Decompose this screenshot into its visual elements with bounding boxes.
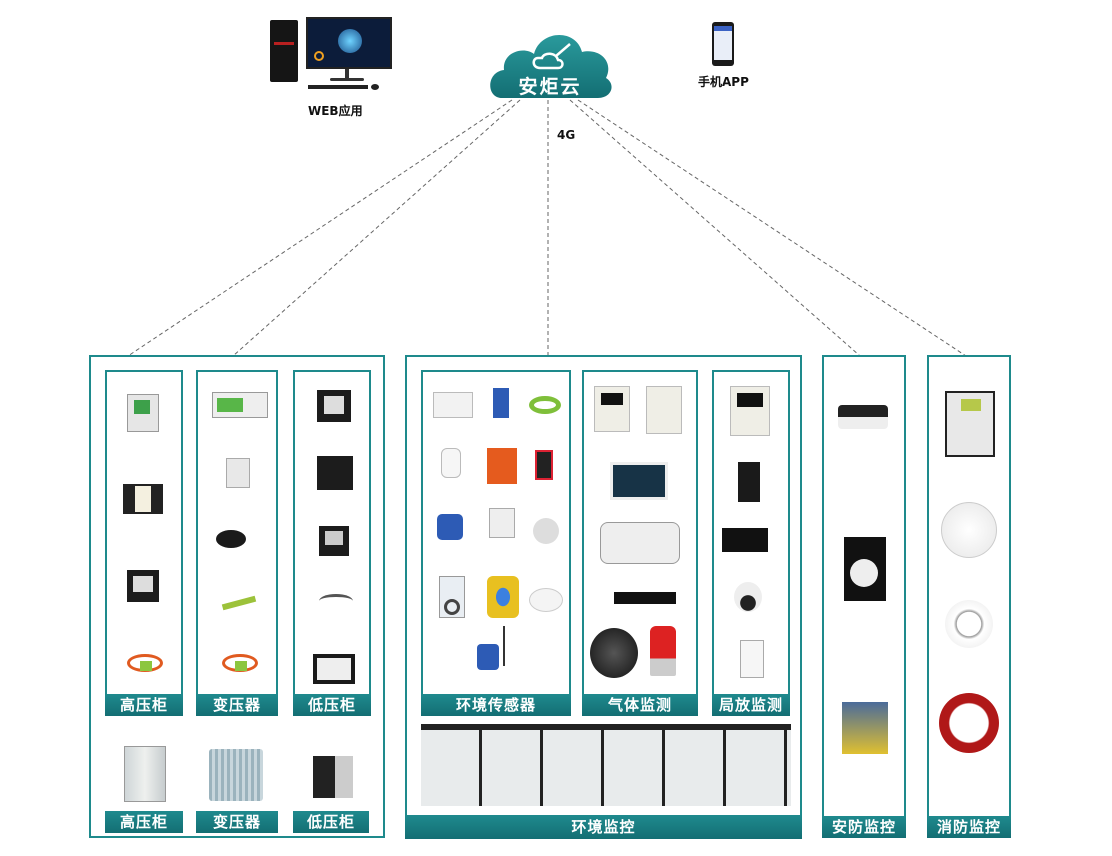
pc-tower-icon [270,20,298,82]
low-voltage-cabinet-image [313,756,353,798]
wifi-camera-image [844,537,886,601]
link-label-4g: 4G [557,128,576,142]
controller-image [535,450,553,480]
water-sensor-image [493,388,509,418]
keyboard-icon [308,85,368,89]
group-transformer: 变压器 [196,370,278,716]
exhaust-fan-image [590,628,638,678]
wireless-gateway-image [477,626,505,670]
power-meter-image [127,570,159,602]
cabinet-label-transformer: 变压器 [196,811,278,833]
cloud-node[interactable]: 安炬云 [484,22,616,102]
group-label-environment-sensors: 环境传感器 [421,694,571,716]
power-panel: 高压柜 变压器 低压柜 高压柜 变压器 低压柜 [89,355,385,838]
mobile-app-node[interactable]: 手机APP [696,20,756,90]
environment-panel: 环境传感器 气体监测 局放监测 环境监控 [405,355,802,839]
link-line-power-right [232,99,521,357]
security-panel: 安防监控 [822,355,906,838]
alarm-panel-image [646,386,682,434]
cable-tie-sensor-image [221,595,257,611]
gas-panel-image [594,386,630,432]
pd-panel-image [730,386,770,436]
group-low-voltage: 低压柜 [293,370,371,716]
security-label: 安防监控 [822,816,906,838]
group-high-voltage: 高压柜 [105,370,183,716]
leak-belt-image [529,396,561,414]
pd-collector-image [722,528,768,552]
energy-meter-image [226,458,250,488]
group-label-partial-discharge: 局放监测 [712,694,790,716]
smoke-detector-image [437,514,463,540]
bullet-camera-image [838,405,888,429]
power-analyzer-image [319,526,349,556]
switchgear-row-image [421,724,791,806]
protection-relay-image [127,394,159,432]
sensor-bar-image [614,592,676,604]
temp-humidity-sensor-image [441,448,461,478]
cloud-icon [490,34,612,98]
smoke-alarm-image [529,588,563,612]
monitor-icon [306,17,392,69]
display-controller-image [610,462,668,500]
link-line-security [569,99,861,357]
link-line-fire [577,99,967,357]
smoke-detector-image [941,502,997,558]
fire-alarm-panel-image [945,391,995,457]
web-app-label: WEB应用 [308,104,363,118]
high-voltage-cabinet-image [124,746,166,802]
fire-label: 消防监控 [927,816,1011,838]
explosion-proof-detector-image [939,693,999,753]
data-collector-image [600,522,680,564]
door-sensor-image [533,518,559,544]
gas-detector-image [487,576,519,618]
temp-sensor-ring-image [127,654,163,672]
pd-sensor-image [740,640,764,678]
group-label-high-voltage: 高压柜 [105,694,183,716]
heat-detector-image [945,600,993,648]
group-label-transformer: 变压器 [196,694,278,716]
pd-gateway-image [738,462,760,502]
cabinet-label-high-voltage: 高压柜 [105,811,183,833]
wiring-sensor-image [319,594,353,608]
cabinet-label-low-voltage: 低压柜 [293,811,369,833]
group-environment-sensors: 环境传感器 [421,370,571,716]
cloud-label: 安炬云 [518,76,582,98]
switch-indicator-image [123,484,163,514]
mouse-icon [371,84,379,90]
web-app-node[interactable]: WEB应用 [268,15,392,120]
temp-sensor-ring-image [222,654,258,672]
meter-display-image [317,456,353,490]
group-partial-discharge: 局放监测 [712,370,790,716]
temperature-probe-image [216,530,246,548]
environment-footer-label: 环境监控 [405,815,802,839]
wireless-sensor-image [489,508,515,538]
alarm-light-image [650,626,676,676]
fire-panel: 消防监控 [927,355,1011,838]
ptz-camera-image [734,582,762,612]
dehumidifier-image [439,576,465,618]
din-rail-module-image [433,392,473,418]
group-label-low-voltage: 低压柜 [293,694,371,716]
link-line-power-left [127,99,513,357]
group-label-gas-monitoring: 气体监测 [582,694,698,716]
mobile-app-label: 手机APP [698,75,749,89]
display-panel-image [313,654,355,684]
heater-pad-image [487,448,517,484]
dome-camera-image [842,702,888,754]
group-gas-monitoring: 气体监测 [582,370,698,716]
multifunction-meter-image [317,390,351,422]
transformer-image [209,749,263,801]
phone-icon [712,22,734,66]
temperature-controller-image [212,392,268,418]
